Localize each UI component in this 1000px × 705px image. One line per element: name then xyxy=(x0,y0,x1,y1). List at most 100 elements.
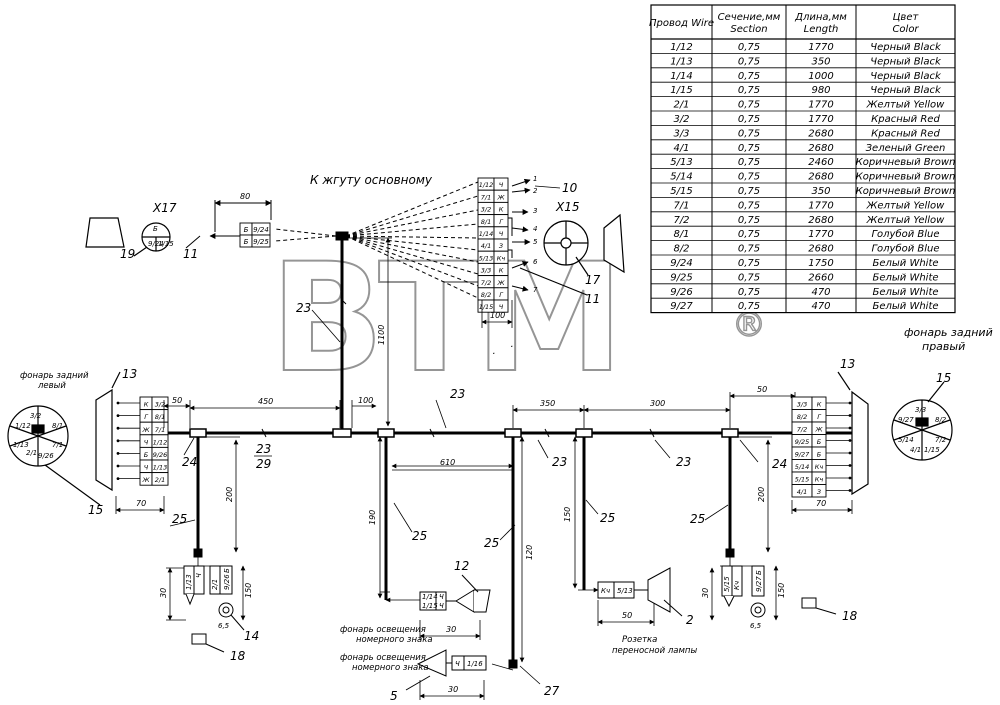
table-cell: 1770 xyxy=(808,42,833,53)
table-header-cell: Сечение,мм xyxy=(718,12,781,23)
table-cell: 2680 xyxy=(808,143,833,154)
lamp-left-pin-2: 8/1 xyxy=(52,422,63,430)
table-cell: 0,75 xyxy=(738,229,760,240)
dim-300: 300 xyxy=(650,399,665,408)
table-cell: 0,75 xyxy=(738,258,760,269)
plate-lamp-2 xyxy=(405,649,487,691)
right-dims xyxy=(739,439,853,514)
table-cell: 0,75 xyxy=(738,200,760,211)
socket-caption-2: переносной лампы xyxy=(612,646,697,656)
table-cell: 0,75 xyxy=(738,215,760,226)
lamp-left-pin-3: 7/1 xyxy=(52,441,63,449)
connector-pin-label: Г xyxy=(144,413,149,421)
table-cell: 1/12 xyxy=(670,42,692,53)
plate2-conn-1: Ч xyxy=(455,660,460,668)
connector-pin-label: Кч xyxy=(815,463,824,471)
callout-10: 10 xyxy=(562,181,578,195)
connector-pin-label: Ч xyxy=(499,303,504,311)
table-cell: 9/27 xyxy=(670,301,693,312)
table-cell: 7/1 xyxy=(673,200,689,211)
socket-lamp xyxy=(597,567,683,617)
connector-pin-label: 9/27 xyxy=(795,451,810,459)
rb-conn-b-2: Б xyxy=(755,570,763,575)
callout-24a: 24 xyxy=(182,455,197,469)
plate-lamp-2-caption-2: номерного знака xyxy=(352,663,429,673)
dim-150b: 150 xyxy=(563,507,572,522)
table-cell: 1/13 xyxy=(670,56,692,67)
connector-pin-label: Кч xyxy=(497,254,506,262)
lamp-right-pin-4: 9/27 xyxy=(898,416,914,424)
dim-70a: 70 xyxy=(136,499,146,508)
plate-lamp-1-caption-2: номерного знака xyxy=(356,635,433,645)
table-cell: 0,75 xyxy=(738,186,760,197)
table-cell: 2660 xyxy=(808,272,833,283)
table-header-cell: Цвет xyxy=(893,12,920,23)
callout-23a: 23 xyxy=(296,301,311,315)
dim-30b: 30 xyxy=(446,625,456,634)
table-cell: Коричневый Brown xyxy=(856,186,956,197)
table-cell: 1770 xyxy=(808,114,833,125)
table-cell: 9/26 xyxy=(670,287,692,298)
table-cell: 470 xyxy=(811,301,830,312)
connector-pin-label: 9/25 xyxy=(795,438,810,446)
connector-pin-label: 9/26 xyxy=(153,451,168,459)
callout-11b: 11 xyxy=(585,292,600,306)
connector-x17 xyxy=(85,217,171,257)
branch-label-3: 3 xyxy=(533,207,537,215)
table-cell: 350 xyxy=(811,56,830,67)
connector-pin-label: Ч xyxy=(499,181,504,189)
lamp-right-pin-5: 5/14 xyxy=(898,436,914,444)
dim-610: 610 xyxy=(440,458,455,467)
callout-11a: 11 xyxy=(183,247,198,261)
plate2-conn-2: 1/16 xyxy=(467,660,483,668)
callout-25a: 25 xyxy=(172,512,187,526)
connector-pin-label: 1/12 xyxy=(479,181,494,189)
lamp-rear-right xyxy=(891,381,953,461)
x17-pin-a: Б xyxy=(153,225,158,233)
x17-pin-b: 9/24 xyxy=(148,240,164,248)
lamp-housing-left xyxy=(95,371,121,492)
table-cell: 2680 xyxy=(808,215,833,226)
dim-50c: 50 xyxy=(622,611,632,620)
connector-pin-label: 8/1 xyxy=(481,218,491,226)
table-cell: 2680 xyxy=(808,128,833,139)
connector-pin-label: 4/1 xyxy=(797,488,807,496)
lamp-rear-right-line1: фонарь задний xyxy=(904,326,993,339)
connector-pin-label: 2/1 xyxy=(155,476,165,484)
socket-conn-1: Кч xyxy=(601,587,610,595)
connector-pin-label: Ж xyxy=(141,426,150,434)
table-cell: 980 xyxy=(811,85,830,96)
table-cell: 0,75 xyxy=(738,301,760,312)
connector-pin-label: 3/3 xyxy=(481,267,491,275)
table-cell: Белый White xyxy=(872,272,938,283)
callout-15a: 15 xyxy=(88,503,103,517)
callout-25d: 25 xyxy=(600,511,615,525)
table-cell: 0,75 xyxy=(738,244,760,255)
connector-pin-label: 1/14 xyxy=(479,230,494,238)
table-cell: Желтый Yellow xyxy=(866,200,946,211)
main-harness xyxy=(140,231,855,669)
table-cell: 0,75 xyxy=(738,128,760,139)
dim-80: 80 xyxy=(240,192,250,201)
ground-18a xyxy=(191,633,225,653)
lamp-left-pin-7: 9/26 xyxy=(38,452,54,460)
plate-lamp-2-caption-1: фонарь освещения xyxy=(340,653,426,663)
callout-13b: 13 xyxy=(840,357,855,371)
connector-pin-label: 8/2 xyxy=(797,413,807,421)
connector-pin-label: К xyxy=(499,267,504,275)
connector-pin-label: Кч xyxy=(815,476,824,484)
lamp-rear-left-line2: левый xyxy=(37,381,66,391)
callout-18b: 18 xyxy=(842,609,858,623)
dots: · xyxy=(492,349,495,360)
connector-x15 xyxy=(519,213,625,296)
plate1-conn-a2: Ч xyxy=(439,593,444,601)
lamp-right-pin-3: 7/2 xyxy=(935,436,947,444)
table-cell: 2/1 xyxy=(673,100,689,111)
table-cell: Белый White xyxy=(872,287,938,298)
table-cell: 4/1 xyxy=(673,143,689,154)
connector-pin-label: Г xyxy=(499,218,504,226)
connector-pin-label: Ж xyxy=(141,476,150,484)
table-cell: 2680 xyxy=(808,244,833,255)
